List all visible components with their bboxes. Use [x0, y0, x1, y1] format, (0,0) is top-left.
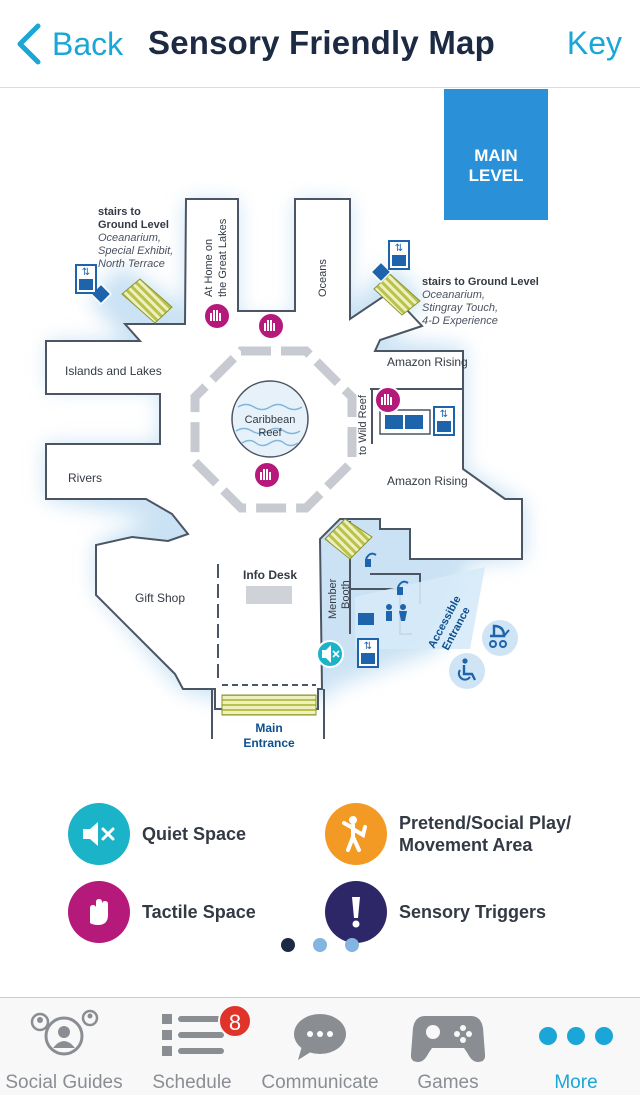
quiet-space-label: Quiet Space — [142, 824, 247, 844]
quiet-space-marker[interactable] — [316, 640, 344, 668]
tactile-space-marker[interactable] — [253, 461, 281, 489]
legend-tactile-space[interactable]: Tactile Space — [68, 881, 256, 943]
islands-lakes-label: Islands and Lakes — [65, 364, 162, 378]
amazon-top-label: Amazon Rising — [387, 355, 468, 369]
exclamation-icon — [325, 881, 387, 943]
legend-sensory-triggers[interactable]: Sensory Triggers — [325, 881, 546, 943]
svg-text:⇅: ⇅ — [440, 409, 448, 420]
level-indicator: MAIN LEVEL — [444, 89, 548, 220]
wild-reef-benches — [379, 409, 431, 435]
level-label-line2: LEVEL — [469, 166, 524, 185]
stairs-right-detail2: Stingray Touch, — [422, 302, 498, 314]
checklist-icon — [162, 1014, 224, 1056]
svg-text:⇅: ⇅ — [82, 267, 90, 278]
back-label: Back — [52, 25, 124, 62]
member-booth-label-line1: Member — [327, 578, 339, 619]
tab-social-guides[interactable]: Social Guides — [0, 998, 128, 1095]
caribbean-label-line2: Reef — [258, 427, 282, 439]
info-desk-label: Info Desk — [243, 568, 297, 582]
pretend-label-line2: Movement Area — [399, 835, 533, 855]
page-indicator[interactable] — [0, 936, 640, 956]
accessible-zone — [355, 567, 485, 649]
tactile-space-marker[interactable] — [374, 386, 402, 414]
page-dot[interactable] — [313, 938, 327, 952]
tab-schedule[interactable]: 8 Schedule — [128, 998, 256, 1095]
tab-more-label: More — [554, 1072, 598, 1093]
tab-bar: Social Guides 8 Schedule Communicate — [0, 997, 640, 1095]
stroller-icon — [482, 620, 518, 656]
stairs-right — [370, 261, 421, 316]
more-dots-icon — [539, 1027, 613, 1045]
chevron-left-icon — [17, 23, 41, 65]
water-fountain-icon — [397, 580, 409, 595]
svg-text:⇅: ⇅ — [395, 243, 403, 254]
main-entrance-label-line1: Main — [255, 721, 282, 735]
people-icon — [30, 1009, 99, 1056]
pretend-label-line1: Pretend/Social Play/ — [399, 813, 572, 833]
elevator-icon: ⇅ — [75, 264, 97, 294]
stairs-left-detail3: North Terrace — [98, 258, 165, 270]
member-booth-desk — [358, 613, 374, 625]
stairs-right-detail3: 4-D Experience — [422, 315, 498, 327]
schedule-badge: 8 — [218, 1004, 252, 1038]
tab-games-label: Games — [417, 1072, 479, 1093]
quiet-space-icon — [68, 803, 130, 865]
main-entrance-label-line2: Entrance — [243, 736, 295, 750]
at-home-label-line2: the Great Lakes — [217, 218, 229, 297]
member-booth-label-line2: Booth — [340, 580, 352, 609]
page-title: Sensory Friendly Map — [148, 24, 495, 61]
elevator-icon: ⇅ — [388, 240, 410, 270]
page-dot[interactable] — [345, 938, 359, 952]
caribbean-label-line1: Caribbean — [245, 414, 296, 426]
wild-reef-label: to Wild Reef — [357, 394, 369, 455]
legend-quiet-space[interactable]: Quiet Space — [68, 803, 246, 865]
tab-games[interactable]: Games — [384, 998, 512, 1095]
sensory-triggers-label: Sensory Triggers — [399, 902, 547, 922]
hand-icon — [68, 881, 130, 943]
stairs-left-line1: stairs to — [98, 206, 141, 218]
info-desk — [246, 586, 292, 604]
main-entrance-vestibule — [211, 684, 325, 739]
gift-shop-label: Gift Shop — [135, 591, 185, 605]
amazon-bottom-label: Amazon Rising — [387, 474, 468, 488]
gamepad-icon — [411, 1016, 485, 1062]
stairs-left-detail2: Special Exhibit, — [98, 245, 173, 257]
stairs-right-line1: stairs to Ground Level — [422, 276, 539, 288]
back-button[interactable]: Back — [14, 22, 123, 66]
tab-more[interactable]: More — [512, 998, 640, 1095]
stairs-right-detail1: Oceanarium, — [422, 289, 485, 301]
tab-communicate[interactable]: Communicate — [256, 998, 384, 1095]
rivers-label: Rivers — [68, 471, 102, 485]
tab-social-guides-label: Social Guides — [5, 1072, 123, 1093]
elevator-icon: ⇅ — [433, 406, 455, 436]
floor-map: MAIN LEVEL — [0, 89, 640, 789]
key-button[interactable]: Key — [566, 25, 622, 61]
tactile-space-marker[interactable] — [203, 302, 231, 330]
legend-pretend-play[interactable]: Pretend/Social Play/ Movement Area — [325, 803, 571, 865]
level-label-line1: MAIN — [474, 146, 517, 165]
rotunda — [190, 346, 357, 513]
stairs-left-detail1: Oceanarium, — [98, 232, 161, 244]
elevator-icon: ⇅ — [357, 638, 379, 668]
tab-communicate-label: Communicate — [261, 1072, 379, 1093]
map-legend: Quiet Space Pretend/Social Play/ Movemen… — [0, 800, 640, 943]
stairs-left-line2: Ground Level — [98, 219, 169, 231]
oceans-label: Oceans — [317, 259, 329, 297]
restroom-icon — [386, 604, 407, 621]
tab-schedule-label: Schedule — [152, 1072, 232, 1093]
page-dot-active[interactable] — [281, 938, 295, 952]
wheelchair-icon — [449, 653, 485, 689]
water-fountain-icon — [365, 552, 377, 567]
nav-header: Back Sensory Friendly Map Key — [0, 0, 640, 88]
tactile-space-marker[interactable] — [257, 312, 285, 340]
tactile-space-label: Tactile Space — [142, 902, 256, 922]
stairs-lower — [324, 518, 373, 560]
chat-bubble-icon — [294, 1014, 346, 1060]
svg-text:⇅: ⇅ — [364, 641, 372, 652]
at-home-label-line1: At Home on — [203, 239, 215, 297]
person-dancing-icon — [325, 803, 387, 865]
